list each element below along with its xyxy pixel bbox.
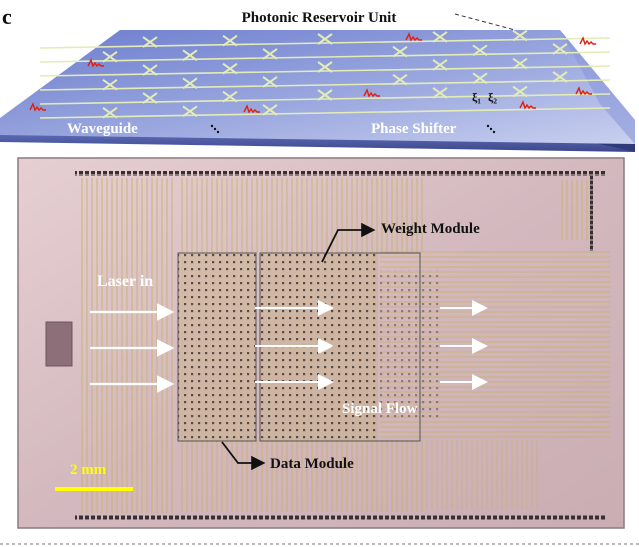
chip-micrograph [17, 157, 625, 529]
optical-pulses [29, 32, 596, 114]
coupler-x-icon [262, 104, 278, 116]
elbow-arrow-icon [321, 222, 376, 263]
coupler-x-icon [512, 85, 528, 98]
label-waveguide: Waveguide [67, 121, 138, 137]
optical-pulse-icon [243, 104, 260, 114]
coupler-x-icon [512, 57, 528, 70]
coupler-x-icon [392, 73, 408, 86]
coupler-x-icon [142, 64, 158, 76]
label-xi-1: ξ₁ [472, 90, 481, 104]
coupler-x-icon [552, 71, 568, 83]
waveguide-line [39, 79, 611, 91]
coupler-x-icon [262, 76, 278, 88]
bottom-pad-row [75, 515, 605, 520]
optical-pulse-icon [87, 58, 104, 68]
laser-input-arrows [90, 303, 175, 393]
waveguide-line [39, 51, 611, 63]
coupler-x-icon [102, 78, 118, 91]
coupler-x-icon [317, 33, 333, 45]
coupler-grid [102, 29, 568, 119]
label-data-module: Data Module [270, 456, 354, 472]
ellipsis-waveguide-icon [210, 124, 220, 134]
coupler-x-icon [432, 31, 448, 43]
grating-coupler [45, 321, 73, 367]
coupler-x-icon [182, 77, 198, 90]
coupler-x-icon [182, 49, 198, 62]
coupler-x-icon [142, 92, 158, 104]
label-signal-flow: Signal Flow [342, 401, 418, 417]
coupler-x-icon [262, 48, 278, 60]
optical-pulse-icon [29, 102, 46, 112]
optical-pulse-icon [575, 86, 592, 96]
label-laser-in: Laser in [97, 273, 153, 290]
signal-flow-arrows [255, 300, 488, 390]
top-panel-title: Photonic Reservoir Unit [242, 10, 397, 26]
elbow-arrow-icon [221, 441, 266, 471]
coupler-x-icon [552, 43, 568, 55]
optical-pulse-icon [405, 32, 422, 42]
trace-bundle-top [178, 178, 423, 253]
coupler-x-icon [222, 34, 238, 47]
coupler-x-icon [182, 105, 198, 118]
scale-bar [55, 487, 133, 491]
panel-letter: c [2, 4, 12, 29]
coupler-x-icon [392, 45, 408, 58]
optical-pulse-icon [579, 36, 596, 46]
optical-pulse-icon [363, 88, 380, 98]
label-weight-module: Weight Module [381, 221, 480, 237]
coupler-x-icon [102, 50, 118, 63]
coupler-x-icon [142, 36, 158, 48]
ellipsis-phase-icon [486, 124, 496, 134]
coupler-x-icon [472, 44, 488, 57]
waveguide-line [39, 107, 611, 119]
coupler-x-icon [102, 106, 118, 119]
label-phase-shifter: Phase Shifter [371, 121, 457, 137]
coupler-x-icon [512, 29, 528, 42]
top-pad-row [75, 171, 605, 176]
label-scale-bar: 2 mm [70, 462, 107, 478]
trace-bundle-bottom [178, 440, 423, 512]
coupler-x-icon [432, 87, 448, 99]
coupler-x-icon [222, 62, 238, 75]
coupler-x-icon [432, 59, 448, 71]
coupler-x-icon [317, 61, 333, 73]
coupler-x-icon [317, 89, 333, 101]
optical-pulse-icon [519, 100, 536, 110]
label-xi-2: ξ₂ [488, 90, 497, 104]
coupler-x-icon [222, 90, 238, 103]
coupler-x-icon [472, 72, 488, 85]
